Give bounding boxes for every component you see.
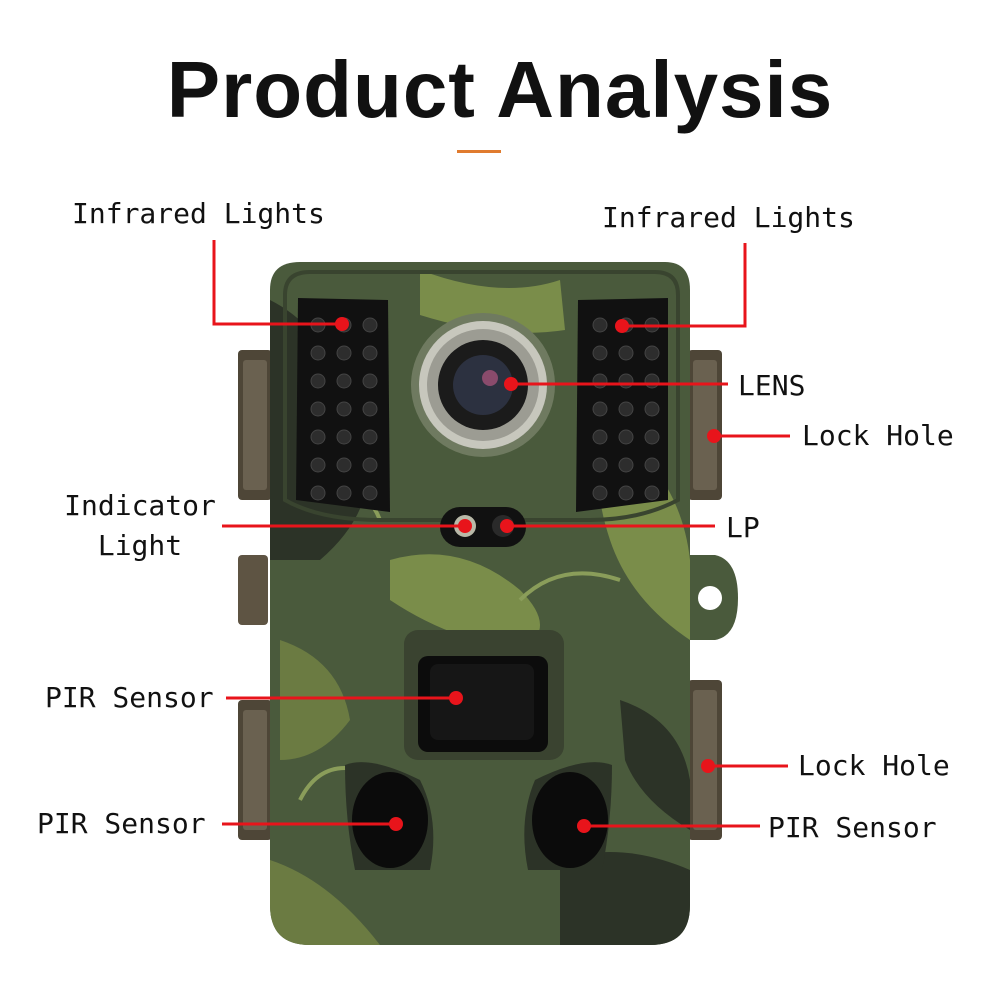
infrared-right-led (592, 401, 608, 417)
callout-lines (212, 240, 790, 828)
title-accent-bar (457, 150, 501, 153)
label-pir-sensor-right: PIR Sensor (768, 811, 937, 844)
infrared-left-led (336, 429, 352, 445)
infrared-left-led (362, 373, 378, 389)
infrared-right-led (592, 429, 608, 445)
pir-sensor-right (524, 762, 612, 870)
right-strap-bracket (688, 350, 722, 840)
infrared-right-led (618, 401, 634, 417)
pir-sensor-left (345, 762, 434, 870)
infrared-right-led (644, 457, 660, 473)
dot-pir-left (389, 817, 403, 831)
label-infrared-lights-right: Infrared Lights (602, 201, 855, 234)
infrared-left-led (362, 317, 378, 333)
infrared-right-led (618, 429, 634, 445)
dot-lock-hole-bottom (701, 759, 715, 773)
infrared-left-led (336, 457, 352, 473)
infrared-right-led (592, 457, 608, 473)
lens-assembly (411, 313, 555, 457)
infrared-left-led (310, 373, 326, 389)
dot-lock-hole-top (707, 429, 721, 443)
pir-sensor-center (404, 630, 564, 760)
page-title: Product Analysis (166, 45, 834, 134)
infrared-right-led (618, 373, 634, 389)
callout-infrared-left (212, 240, 342, 326)
infrared-right-led (592, 485, 608, 501)
infrared-left-led (336, 345, 352, 361)
infrared-right-led (644, 373, 660, 389)
dot-pir-right (577, 819, 591, 833)
dot-pir-center (449, 691, 463, 705)
label-lp: LP (726, 511, 760, 544)
label-indicator-line1: Indicator (64, 489, 216, 522)
infrared-right-led (644, 429, 660, 445)
label-lens: LENS (738, 369, 806, 402)
label-lock-hole-bottom: Lock Hole (798, 749, 950, 782)
infrared-left-led (336, 485, 352, 501)
infrared-left-led (310, 401, 326, 417)
label-infrared-lights-left: Infrared Lights (72, 197, 325, 230)
infrared-left-led (362, 401, 378, 417)
infrared-left-led (310, 429, 326, 445)
infrared-left-led (362, 345, 378, 361)
dot-lp (500, 519, 514, 533)
infrared-right-led (618, 457, 634, 473)
infrared-right-led (592, 345, 608, 361)
infrared-right-led (618, 345, 634, 361)
label-pir-sensor-left: PIR Sensor (37, 807, 206, 840)
infrared-left-led (310, 457, 326, 473)
infrared-right-led (592, 317, 608, 333)
infrared-left-led (362, 457, 378, 473)
label-pir-sensor-center: PIR Sensor (45, 681, 214, 714)
label-indicator-line2: Light (97, 529, 183, 562)
left-strap-bracket (238, 350, 272, 840)
infrared-right-led (592, 373, 608, 389)
dot-infrared-left (335, 317, 349, 331)
infrared-right-led (618, 485, 634, 501)
label-lock-hole-top: Lock Hole (802, 419, 954, 452)
infrared-right-led (644, 485, 660, 501)
dot-indicator (458, 519, 472, 533)
infrared-left-led (362, 485, 378, 501)
dot-lens (504, 377, 518, 391)
infrared-left-led (310, 345, 326, 361)
infrared-right-led (644, 345, 660, 361)
infrared-left-led (336, 373, 352, 389)
infrared-left-led (310, 485, 326, 501)
callout-infrared-right (622, 243, 747, 328)
lock-loop (688, 555, 738, 640)
callout-dots (335, 317, 721, 833)
infrared-right-led (644, 401, 660, 417)
infrared-left-led (336, 401, 352, 417)
infrared-left-led (362, 429, 378, 445)
dot-infrared-right (615, 319, 629, 333)
